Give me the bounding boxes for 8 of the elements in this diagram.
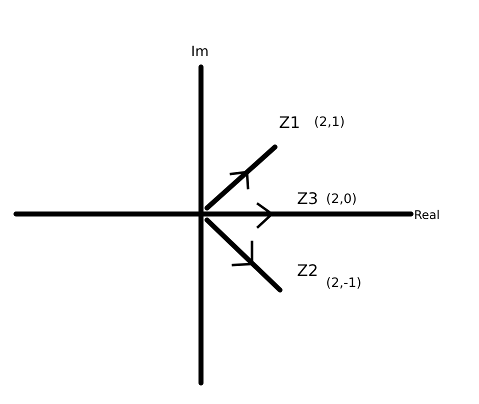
vector-label: Z1 [279, 115, 300, 131]
axis-label: Real [414, 209, 440, 221]
vector-label: Z3 [297, 191, 318, 207]
axis-label: Im [191, 45, 209, 59]
coordinate-label: (2,1) [314, 116, 345, 129]
vector-label: Z2 [297, 263, 318, 279]
coordinate-label: (2,0) [326, 193, 357, 206]
coordinate-label: (2,-1) [326, 277, 362, 290]
